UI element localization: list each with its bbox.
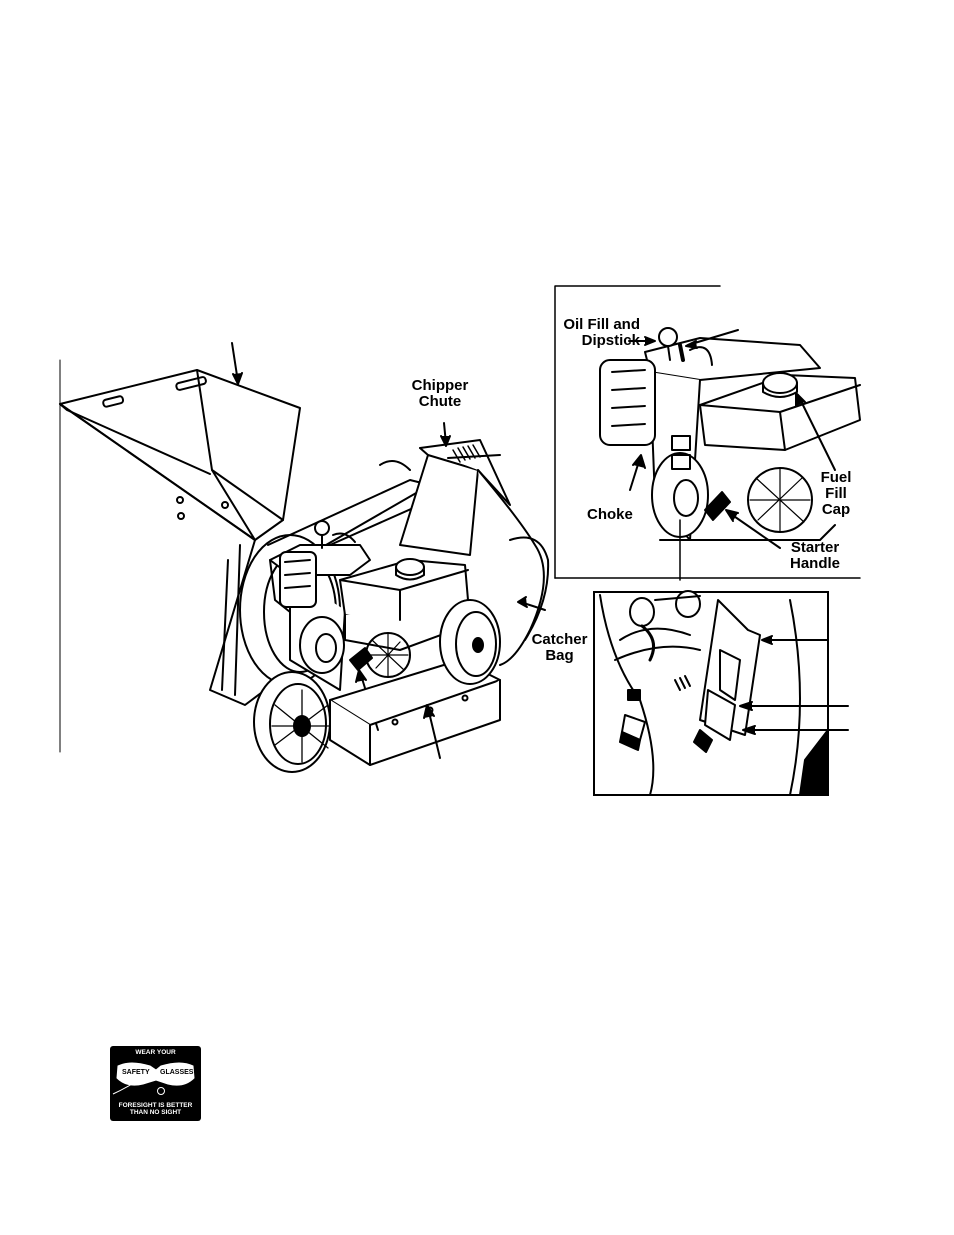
- badge-safety-word: SAFETY: [122, 1069, 150, 1077]
- safety-glasses-badge: WEAR YOUR SAFETY GLASSES FORESIGHT IS BE…: [110, 1046, 201, 1121]
- badge-glasses-word: GLASSES: [160, 1069, 193, 1077]
- badge-bottom-text: FORESIGHT IS BETTER THAN NO SIGHT: [110, 1102, 201, 1116]
- badge-top-text: WEAR YOUR: [110, 1049, 201, 1056]
